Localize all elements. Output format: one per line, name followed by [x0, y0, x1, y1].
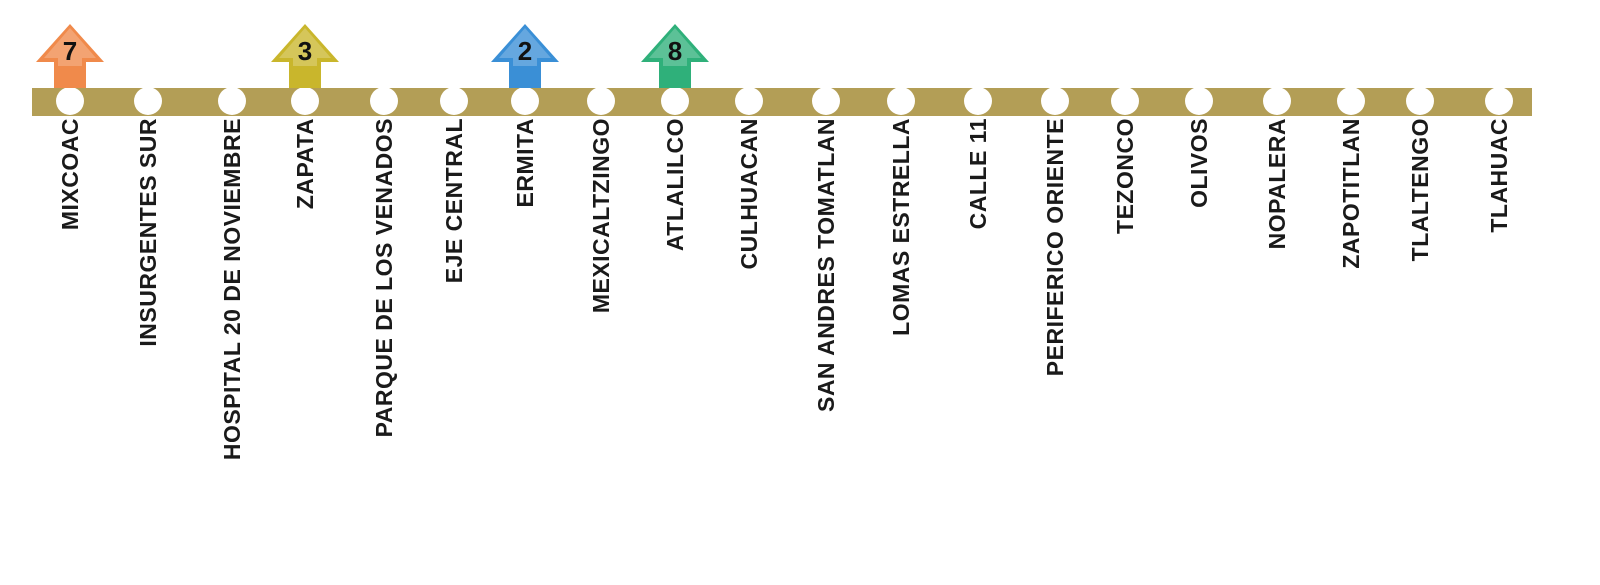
station-label: LOMAS ESTRELLA — [888, 118, 914, 336]
transfer-line-number: 8 — [667, 36, 683, 66]
arrow-shape — [271, 24, 339, 88]
station-label: CALLE 11 — [965, 118, 991, 230]
station-label: CULHUACAN — [736, 118, 762, 270]
station-label: PERIFERICO ORIENTE — [1042, 118, 1068, 377]
station-label: TLALTENGO — [1407, 118, 1433, 262]
line-track — [32, 88, 1532, 116]
station-label: ZAPATA — [292, 118, 318, 210]
arrow-up-icon — [271, 24, 339, 88]
station-label: TLAHUAC — [1486, 118, 1512, 233]
station-dot — [735, 87, 763, 115]
station-label: SAN ANDRES TOMATLAN — [813, 118, 839, 413]
station-dot — [218, 87, 246, 115]
station-dot — [1406, 87, 1434, 115]
station-label: INSURGENTES SUR — [135, 118, 161, 347]
station-label: ZAPOTITLAN — [1338, 118, 1364, 269]
station-dot — [370, 87, 398, 115]
station-dot — [1041, 87, 1069, 115]
station-label: MIXCOAC — [57, 118, 83, 231]
arrow-up-icon — [36, 24, 104, 88]
transfer-line-number: 3 — [297, 36, 313, 66]
transfer-line-number: 7 — [62, 36, 78, 66]
station-label: ERMITA — [512, 118, 538, 208]
station-label: TEZONCO — [1112, 118, 1138, 234]
station-dot — [440, 87, 468, 115]
arrow-highlight — [44, 28, 96, 66]
arrow-up-icon — [641, 24, 709, 88]
arrow-highlight — [649, 28, 701, 66]
station-dot — [587, 87, 615, 115]
station-label: EJE CENTRAL — [441, 118, 467, 284]
station-dot — [887, 87, 915, 115]
station-label: PARQUE DE LOS VENADOS — [371, 118, 397, 438]
transfer-line-number: 2 — [517, 36, 533, 66]
arrow-up-icon — [491, 24, 559, 88]
station-label: NOPALERA — [1264, 118, 1290, 250]
arrow-shape — [491, 24, 559, 88]
station-label: ATLALILCO — [662, 118, 688, 252]
arrow-shape — [36, 24, 104, 88]
station-dot — [511, 87, 539, 115]
station-dot — [812, 87, 840, 115]
station-dot — [1337, 87, 1365, 115]
station-label: HOSPITAL 20 DE NOVIEMBRE — [219, 118, 245, 461]
station-dot — [134, 87, 162, 115]
station-label: OLIVOS — [1186, 118, 1212, 208]
station-dot — [1185, 87, 1213, 115]
station-dot — [964, 87, 992, 115]
station-label: MEXICALTZINGO — [588, 118, 614, 314]
station-dot — [56, 87, 84, 115]
station-dot — [1485, 87, 1513, 115]
arrow-shape — [641, 24, 709, 88]
arrow-highlight — [279, 28, 331, 66]
arrow-highlight — [499, 28, 551, 66]
station-dot — [661, 87, 689, 115]
station-dot — [1263, 87, 1291, 115]
station-dot — [1111, 87, 1139, 115]
station-dot — [291, 87, 319, 115]
